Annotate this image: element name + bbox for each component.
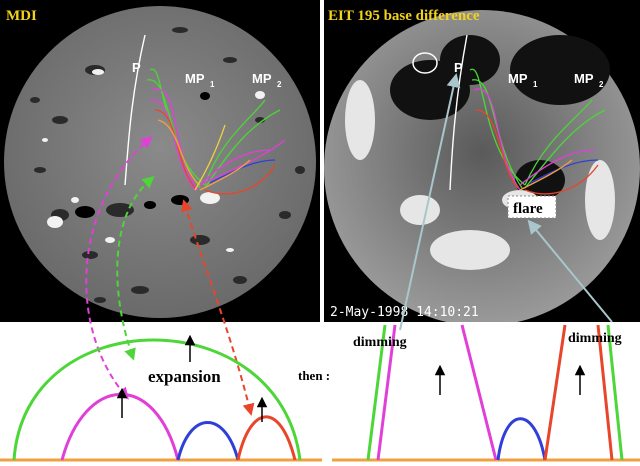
eit-pole-mp2-label: MP	[574, 71, 594, 86]
red-open-line-left	[543, 324, 567, 461]
eit-pole-mp2-sub: 2	[599, 80, 604, 89]
dimming-right-pointer	[527, 219, 613, 323]
dimming-pointers	[399, 73, 613, 331]
magenta-open-line-left	[376, 324, 397, 461]
mdi-pole-p-label: P	[132, 60, 141, 75]
mdi-pole-mp2-sub: 2	[277, 80, 282, 89]
blue-small-arc	[496, 417, 547, 461]
dimming-left-pointer	[399, 73, 461, 331]
eit-title: EIT 195 base difference	[328, 8, 480, 24]
eit-pole-mp1-sub: 1	[533, 80, 538, 89]
red-connector-arrow	[181, 199, 255, 416]
green-open-line-right	[606, 324, 624, 461]
green-connector-arrow	[116, 176, 155, 361]
then-label: then :	[298, 368, 330, 383]
mdi-pole-mp1-label: MP	[185, 71, 205, 86]
red-open-line-right	[596, 324, 614, 461]
eit-pole-p-label: P	[454, 60, 463, 75]
green-expanding-arc	[12, 338, 302, 461]
dimming-left-label: dimming	[353, 335, 407, 350]
mdi-pole-mp1-sub: 1	[210, 80, 215, 89]
magenta-connector-arrow	[85, 135, 153, 400]
blue-arc	[176, 421, 240, 461]
mdi-solar-disk	[4, 6, 316, 318]
expansion-label: expansion	[148, 367, 221, 386]
magenta-open-line-right	[460, 324, 498, 461]
eit-panel: EIT 195 base difference P MP 1 MP 2 2-Ma…	[324, 0, 640, 322]
mdi-pole-mp2-label: MP	[252, 71, 272, 86]
flare-label: flare	[513, 201, 543, 217]
connector-arrows	[85, 135, 255, 416]
mdi-panel: MDI P MP 1 MP 2	[0, 0, 320, 322]
eit-bright-regions	[345, 80, 615, 270]
cartoon-before	[0, 334, 322, 462]
green-open-line-left	[366, 324, 387, 461]
magenta-arc	[60, 392, 180, 461]
red-arc	[236, 415, 297, 461]
flare-label-box	[507, 195, 557, 219]
eit-field-lines	[449, 34, 606, 195]
eit-pole-mp1-label: MP	[508, 71, 528, 86]
mdi-title: MDI	[6, 8, 37, 24]
eit-loop-outline	[412, 52, 438, 74]
cartoon-after	[332, 324, 640, 462]
dimming-right-label: dimming	[568, 331, 622, 346]
